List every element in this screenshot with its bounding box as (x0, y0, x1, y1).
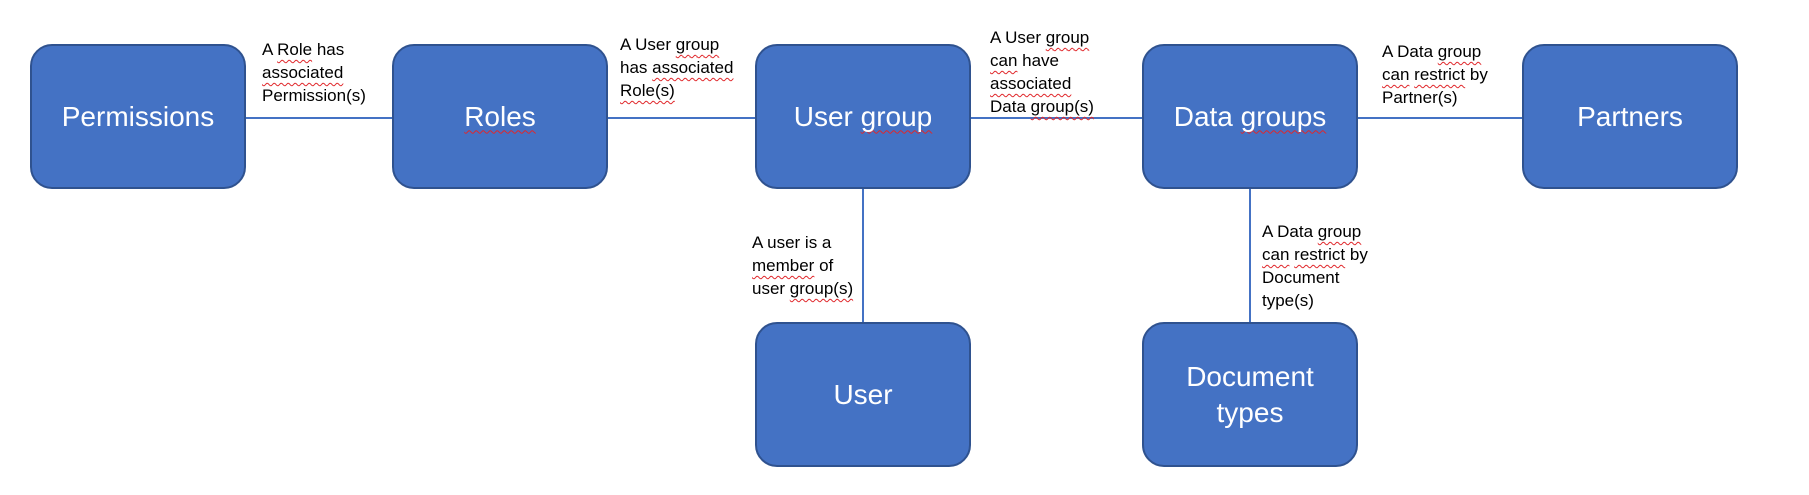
connector-user-group-user (862, 189, 864, 322)
entity-partners: Partners (1522, 44, 1738, 189)
connector-data-groups-document-types (1249, 189, 1251, 322)
entity-permissions-label: Permissions (61, 100, 215, 132)
connector-user-group-data-groups (971, 117, 1142, 119)
entity-user-group: User group (755, 44, 971, 189)
entity-document-types-label: Document types (1186, 360, 1314, 428)
entity-data-groups-label: Data groups (1173, 100, 1327, 132)
entity-roles: Roles (392, 44, 608, 189)
entity-user: User (755, 322, 971, 467)
entity-roles-label: Roles (464, 100, 536, 132)
connector-roles-user-group (608, 117, 755, 119)
entity-partners-label: Partners (1577, 100, 1683, 132)
entity-user-label: User (833, 378, 893, 410)
connector-permissions-roles (246, 117, 392, 119)
connector-data-groups-partners (1358, 117, 1522, 119)
entity-user-group-label: User group (793, 100, 933, 132)
entity-data-groups: Data groups (1142, 44, 1358, 189)
entity-permissions: Permissions (30, 44, 246, 189)
entity-document-types: Document types (1142, 322, 1358, 467)
